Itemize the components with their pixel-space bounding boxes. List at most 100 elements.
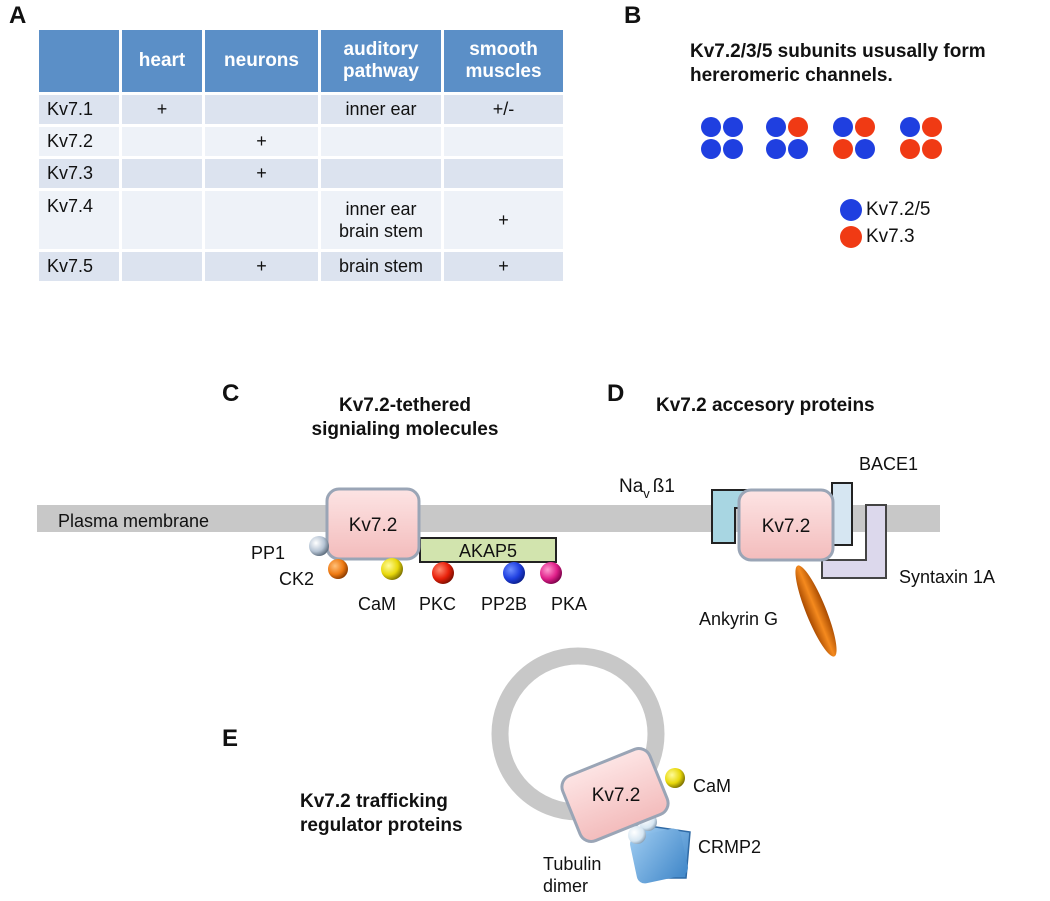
table-header-cell [39,30,119,92]
table-cell [122,159,202,188]
table-cell: brain stem [321,252,441,281]
subunit-dot-red [833,139,853,159]
table-row: Kv7.4 inner ear brain stem + [39,191,563,249]
cam-label-c: CaM [358,594,396,614]
pp2b-ball [503,562,525,584]
table-cell: Kv7.4 [39,191,119,249]
table-cell: +/- [444,95,563,124]
subunit-dot-red [788,117,808,137]
panel-letter-b: B [624,2,642,29]
panel-d-title: Kv7.2 accesory proteins [656,395,875,416]
table-row: Kv7.1 + inner ear +/- [39,95,563,124]
akap5-label: AKAP5 [459,541,517,561]
pka-ball [540,562,562,584]
table-row: Kv7.2 + [39,127,563,156]
kv72-label-d: Kv7.2 [762,516,811,537]
tubulin-label-line1: Tubulin [543,854,601,874]
syntaxin-label: Syntaxin 1A [899,567,995,587]
kv72-label-e: Kv7.2 [592,785,641,806]
legend-dot-blue [840,199,862,221]
channel-dot-group [701,117,942,248]
bace1-bar [831,482,853,546]
table-header-row: heart neurons auditory pathway smooth mu… [39,30,563,92]
tubulin-label-line2: dimer [543,876,588,896]
cam-ball-c [381,558,403,580]
subunit-dot-blue [766,139,786,159]
subunit-dot-blue [855,139,875,159]
legend-label-blue: Kv7.2/5 [866,199,931,220]
legend-dot-red [840,226,862,248]
table-cell: inner ear [321,95,441,124]
legend-label-red: Kv7.3 [866,226,915,247]
table-cell [444,127,563,156]
cam-label-e: CaM [693,776,731,796]
ankyrin-g-label: Ankyrin G [699,609,778,629]
table-header-cell: heart [122,30,202,92]
subunit-dot-blue [723,117,743,137]
table-header-cell: auditory pathway [321,30,441,92]
table-cell: + [205,252,318,281]
expression-table: heart neurons auditory pathway smooth mu… [36,27,566,284]
table-cell: + [122,95,202,124]
table-cell [321,127,441,156]
subunit-dot-blue [766,117,786,137]
table-header-cell: neurons [205,30,318,92]
table-cell [122,127,202,156]
table-cell: + [205,159,318,188]
kv72-label-c: Kv7.2 [349,515,398,536]
table-cell: inner ear brain stem [321,191,441,249]
subunit-dot-red [855,117,875,137]
subunit-dot-blue [723,139,743,159]
table-row: Kv7.3 + [39,159,563,188]
table-cell: Kv7.2 [39,127,119,156]
pp1-label: PP1 [251,543,285,563]
table-cell [205,95,318,124]
subunit-dot-blue [833,117,853,137]
pp1-ball [309,536,329,556]
bace1-label: BACE1 [859,454,918,474]
panel-b-title: Kv7.2/3/5 subunits ususally form hererom… [690,41,986,86]
cam-ball-e [665,768,685,788]
table-cell: + [444,191,563,249]
syntaxin-shape [821,504,887,579]
tubulin-label: Tubulin dimer [543,854,606,896]
table-header-cell: smooth muscles [444,30,563,92]
subunit-dot-blue [788,139,808,159]
panel-letter-c: C [222,380,240,407]
panel-c-title: Kv7.2-tethered signialing molecules [311,395,499,440]
table-cell: + [444,252,563,281]
table-cell: Kv7.3 [39,159,119,188]
crmp2-box [630,828,688,884]
ck2-ball [328,559,348,579]
table-cell [205,191,318,249]
table-cell: Kv7.5 [39,252,119,281]
pkc-ball [432,562,454,584]
table-cell [444,159,563,188]
pka-label: PKA [551,594,587,614]
panel-letter-d: D [607,380,625,407]
subunit-dot-blue [701,139,721,159]
subunit-dot-red [922,139,942,159]
kv72-channel-e [560,747,670,843]
subunit-dot-blue [900,117,920,137]
subunit-dot-blue [701,117,721,137]
table-cell [122,252,202,281]
table-cell: + [205,127,318,156]
crmp2-label: CRMP2 [698,837,761,857]
table-cell [321,159,441,188]
subunit-dot-red [922,117,942,137]
ck2-label: CK2 [279,569,314,589]
membrane-label: Plasma membrane [58,511,209,531]
panel-letter-a: A [9,2,27,29]
table-row: Kv7.5 + brain stem + [39,252,563,281]
panel-e-title: Kv7.2 trafficking regulator proteins [300,791,463,836]
pkc-label: PKC [419,594,456,614]
tubulin-ball [628,826,646,844]
panel-letter-e: E [222,725,239,752]
table-cell: Kv7.1 [39,95,119,124]
kv72-channel-d [737,488,835,562]
subunit-dot-red [900,139,920,159]
table-cell [122,191,202,249]
